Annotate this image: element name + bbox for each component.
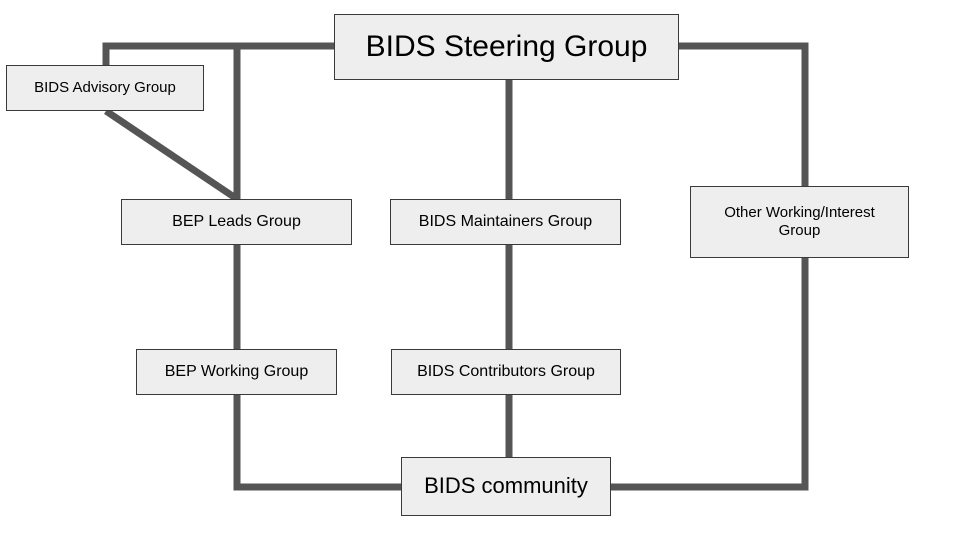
connector-bep-working-to-community	[233, 391, 405, 491]
node-bids-contributors-group[interactable]: BIDS Contributors Group	[391, 349, 621, 395]
node-other-working-interest-group[interactable]: Other Working/Interest Group	[690, 186, 909, 258]
node-bep-leads-group[interactable]: BEP Leads Group	[121, 199, 352, 245]
node-bids-steering-group[interactable]: BIDS Steering Group	[334, 14, 679, 80]
connector-advisory-to-bep-leads	[104, 108, 239, 202]
node-bids-community[interactable]: BIDS community	[401, 457, 611, 516]
node-label: BEP Working Group	[164, 363, 309, 381]
node-label: BIDS Steering Group	[365, 29, 648, 63]
node-bep-working-group[interactable]: BEP Working Group	[136, 349, 337, 395]
connector-steering-to-advisory	[102, 42, 338, 69]
node-label: Other Working/Interest Group	[724, 203, 875, 239]
connector-steering-to-other-wg	[675, 42, 809, 190]
node-label: BEP Leads Group	[172, 213, 301, 231]
node-bids-maintainers-group[interactable]: BIDS Maintainers Group	[390, 199, 621, 245]
connector-other-wg-to-community	[607, 254, 809, 491]
node-bids-advisory-group[interactable]: BIDS Advisory Group	[6, 65, 204, 111]
node-label: BIDS Maintainers Group	[418, 213, 593, 231]
node-label: BIDS Contributors Group	[417, 363, 595, 381]
node-label: BIDS community	[424, 473, 588, 499]
node-label: BIDS Advisory Group	[34, 78, 176, 96]
